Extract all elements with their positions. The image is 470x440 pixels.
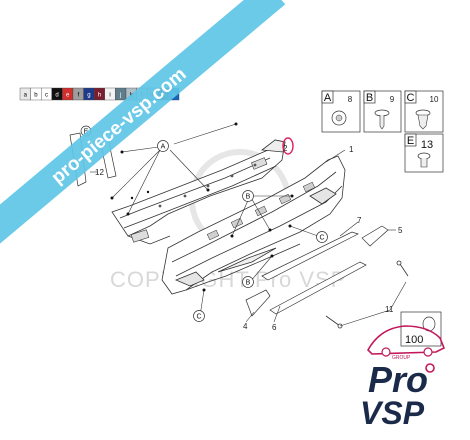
- svg-text:13: 13: [421, 139, 433, 151]
- hardware-box-a: A 8: [321, 90, 361, 133]
- bolt-icon: [417, 152, 431, 168]
- color-swatch: c: [41, 87, 53, 101]
- trim-strips: [261, 231, 367, 315]
- swatch-letter: d: [55, 93, 58, 99]
- color-swatch: f: [72, 87, 84, 101]
- callout-b-upper: B: [242, 190, 254, 202]
- svg-text:E: E: [407, 135, 414, 147]
- swatch-letter: j: [119, 93, 121, 99]
- part-label-11: 11: [385, 305, 394, 314]
- color-swatch: d: [51, 87, 63, 101]
- part-label-6: 6: [272, 323, 277, 332]
- swatch-letter: g: [87, 93, 90, 99]
- svg-text:C: C: [319, 235, 324, 242]
- logo-dot-icon: [425, 363, 435, 373]
- hardware-box-e: E 13: [404, 133, 444, 173]
- part-label-4: 4: [243, 322, 248, 331]
- svg-text:B: B: [246, 280, 251, 287]
- color-swatch: b: [30, 87, 42, 101]
- part-100-box: 100: [400, 311, 442, 347]
- hardware-box-b: B 9: [363, 90, 402, 133]
- part-100-label: 100: [405, 334, 423, 346]
- swatch-letter: f: [77, 93, 79, 99]
- part-label-5: 5: [398, 226, 403, 235]
- logo-line2: VSP: [360, 395, 425, 431]
- logo-tagline: GROUP: [392, 355, 411, 361]
- part-number-labels: 1 2 4 5 6 7 11 12: [95, 144, 403, 332]
- swatch-letter: i: [109, 93, 110, 99]
- svg-text:9: 9: [390, 95, 395, 104]
- part-label-2: 2: [283, 144, 288, 153]
- swatch-letter: c: [45, 93, 48, 99]
- car-outline-icon: [367, 325, 446, 355]
- svg-text:B: B: [366, 92, 373, 104]
- svg-text:E: E: [84, 129, 89, 136]
- color-swatch: a: [19, 87, 31, 101]
- highlight-ring: [282, 137, 294, 155]
- svg-text:A: A: [324, 92, 332, 104]
- callout-c-right: C: [316, 231, 328, 243]
- callout-a: A: [157, 140, 169, 152]
- color-swatch: g: [83, 87, 95, 101]
- part-label-7: 7: [357, 216, 362, 225]
- svg-text:C: C: [407, 92, 415, 104]
- upper-bumper-part: [111, 139, 286, 245]
- color-swatch: e: [62, 87, 74, 101]
- swatch-letter: b: [34, 93, 38, 99]
- svg-text:10: 10: [430, 95, 439, 104]
- pro-vsp-logo: GROUP Pro VSP: [360, 325, 446, 431]
- callout-c-bottom: C: [193, 310, 205, 322]
- swatch-letter: h: [98, 93, 101, 99]
- svg-text:C: C: [196, 314, 201, 321]
- logo-line1: Pro: [368, 359, 428, 400]
- hardware-box-c: C 10: [404, 90, 444, 133]
- svg-text:B: B: [246, 194, 251, 201]
- color-swatch: j: [115, 87, 127, 101]
- svg-text:8: 8: [348, 95, 353, 104]
- swatch-letter: e: [66, 93, 70, 99]
- banner-text: pro-piece-vsp.com: [48, 64, 191, 189]
- push-clip-icon: [415, 109, 431, 130]
- part-label-12: 12: [95, 168, 104, 177]
- callout-b-lower: B: [242, 276, 254, 288]
- screw-icon: [374, 109, 390, 130]
- rear-bumper-part: [161, 155, 346, 295]
- svg-text:A: A: [161, 144, 166, 151]
- color-swatch: i: [104, 87, 116, 101]
- swatch-letter: a: [24, 93, 28, 99]
- part-label-1: 1: [349, 145, 354, 154]
- leader-dots: [110, 122, 294, 292]
- color-swatch: h: [93, 87, 105, 101]
- reflectors: [245, 225, 389, 317]
